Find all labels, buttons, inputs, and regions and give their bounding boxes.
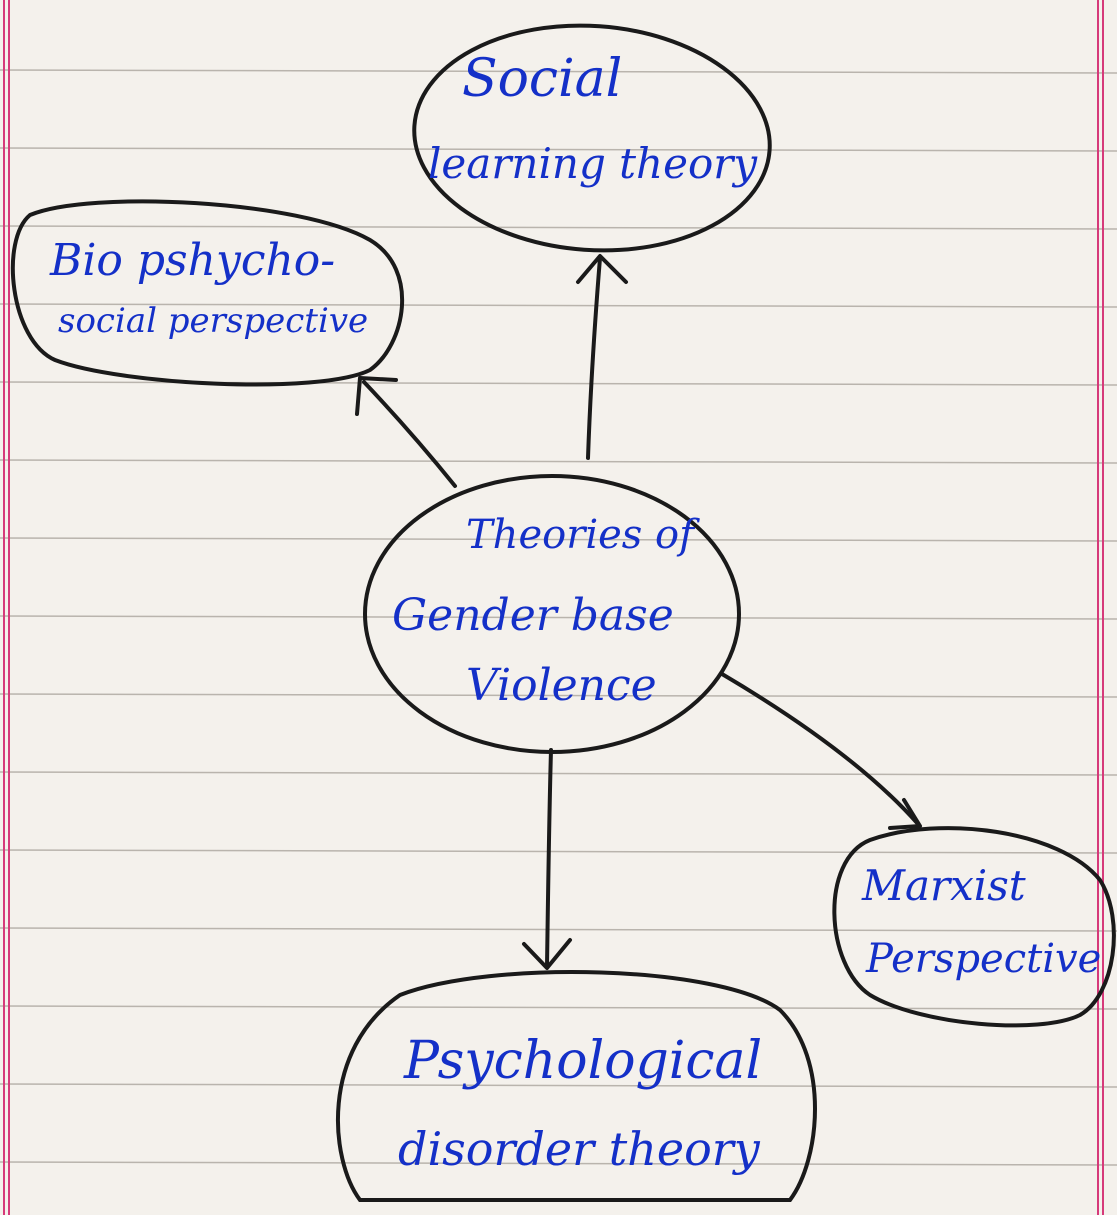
- node-theories-of-gender-based-violence: Theories of Gender base Violence: [363, 474, 741, 754]
- ruled-line: [0, 771, 1117, 776]
- node-label-line-2: Gender base: [392, 590, 674, 641]
- edge-center-to-social: [576, 254, 628, 460]
- arrowhead: [888, 798, 922, 830]
- node-marxist-perspective: Marxist Perspective: [832, 826, 1116, 1028]
- ruled-line: [0, 147, 1117, 152]
- edge-center-to-psychological: [522, 748, 572, 970]
- ruled-line: [0, 693, 1117, 698]
- ruled-line: [0, 615, 1117, 620]
- node-label-line-1: Bio pshycho-: [49, 235, 335, 286]
- node-label-line-1: Theories of: [466, 512, 700, 558]
- edge-line: [545, 748, 553, 968]
- edge-line: [720, 672, 920, 826]
- edge-line: [362, 380, 457, 488]
- ruled-line: [0, 537, 1117, 542]
- node-ellipse: [363, 474, 741, 754]
- arrowhead: [355, 376, 398, 416]
- node-label-line-3: Violence: [466, 660, 657, 711]
- arrowhead: [522, 938, 572, 970]
- node-blob: [10, 199, 405, 387]
- edge-center-to-marxist: [720, 672, 922, 830]
- node-social-learning-theory: Social learning theory: [412, 23, 772, 253]
- node-label-line-1: Marxist: [861, 861, 1026, 910]
- node-label-line-2: social perspective: [58, 301, 368, 341]
- node-label-line-2: learning theory: [428, 139, 758, 188]
- node-blob: [832, 826, 1116, 1028]
- node-label-line-2: Perspective: [865, 936, 1101, 982]
- ruled-line: [0, 849, 1117, 854]
- node-label-line-2: disorder theory: [398, 1122, 761, 1176]
- node-ellipse: [412, 23, 772, 253]
- ruled-line: [0, 225, 1117, 230]
- edge-center-to-bio: [355, 376, 457, 488]
- ruled-line: [0, 459, 1117, 464]
- node-label-line-1: Psychological: [403, 1031, 762, 1091]
- edge-line: [586, 256, 602, 460]
- node-label-line-1: Social: [462, 49, 622, 109]
- ruled-line: [0, 1005, 1117, 1010]
- arrowhead: [576, 254, 628, 284]
- ruled-line: [0, 927, 1117, 932]
- node-blob: [336, 970, 817, 1202]
- node-psychological-disorder-theory: Psychological disorder theory: [336, 970, 817, 1202]
- node-bio-psycho-social-perspective: Bio pshycho- social perspective: [10, 199, 405, 387]
- ruled-line: [0, 1083, 1117, 1088]
- ruled-lines: [0, 69, 1117, 1166]
- ruled-line: [0, 303, 1117, 308]
- ruled-line: [0, 1161, 1117, 1166]
- ruled-line: [0, 69, 1117, 74]
